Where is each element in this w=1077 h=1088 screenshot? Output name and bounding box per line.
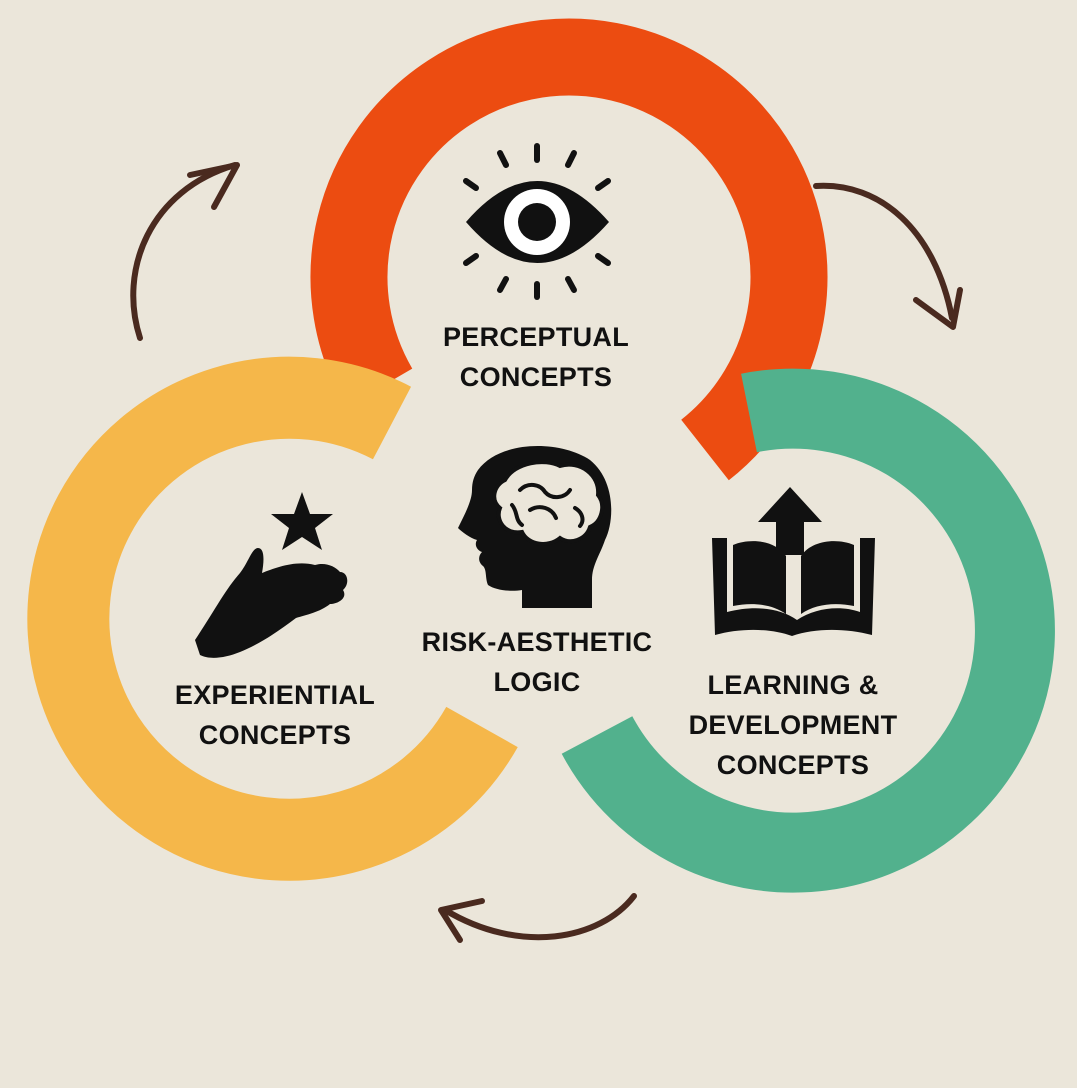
experiential-label-line2: CONCEPTS xyxy=(198,720,352,750)
brain-head-icon xyxy=(458,446,612,608)
eye-icon xyxy=(463,143,611,300)
learning-label: LEARNING & DEVELOPMENT CONCEPTS xyxy=(643,665,943,785)
experiential-label: EXPERIENTIAL CONCEPTS xyxy=(125,675,425,755)
learning-label-line1: LEARNING & xyxy=(707,670,879,700)
book-arrow-icon xyxy=(712,487,875,636)
experiential-label-line1: EXPERIENTIAL xyxy=(174,680,376,710)
learning-ring xyxy=(561,368,1055,893)
experiential-ring xyxy=(27,356,518,881)
learning-label-line3: CONCEPTS xyxy=(716,750,870,780)
cycle-arrow-top-right xyxy=(813,182,955,321)
perceptual-ring xyxy=(310,18,828,481)
perceptual-label: PERCEPTUAL CONCEPTS xyxy=(386,317,686,397)
hand-star-icon xyxy=(195,492,348,658)
center-label-line2: LOGIC xyxy=(493,667,581,697)
learning-label-line2: DEVELOPMENT xyxy=(688,710,898,740)
center-label: RISK-AESTHETIC LOGIC xyxy=(387,622,687,702)
cycle-arrow-top-left xyxy=(130,162,238,341)
perceptual-label-line1: PERCEPTUAL xyxy=(442,322,629,352)
perceptual-label-line2: CONCEPTS xyxy=(459,362,613,392)
center-label-line1: RISK-AESTHETIC xyxy=(421,627,653,657)
cycle-arrow-bottom xyxy=(442,893,637,941)
